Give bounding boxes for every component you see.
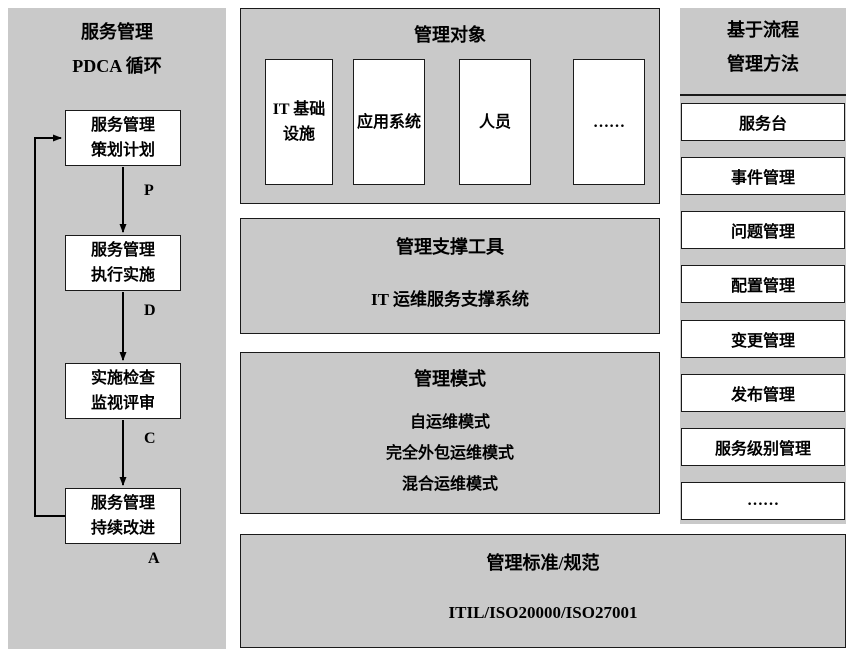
process-panel: 基于流程 管理方法 服务台 事件管理 问题管理 配置管理 变更管理 发布管理 服…: [680, 8, 846, 524]
pdca-box-plan-line1: 服务管理: [90, 117, 155, 134]
process-item-change-management: 变更管理: [681, 319, 845, 358]
pdca-box-do-line1: 服务管理: [90, 242, 155, 259]
process-item-configuration-management: 配置管理: [681, 265, 845, 304]
object-item-application-systems: 应用系统: [353, 59, 425, 185]
pdca-letter-p: P: [144, 182, 154, 199]
process-rows: 服务台 事件管理 问题管理 配置管理 变更管理 发布管理 服务级别管理 ……: [681, 103, 845, 520]
pdca-box-act: 服务管理 持续改进: [65, 488, 181, 544]
pdca-box-do-line2: 执行实施: [90, 267, 155, 284]
standards-content: ITIL/ISO20000/ISO27001: [448, 603, 638, 622]
model-item-hybrid: 混合运维模式: [401, 476, 498, 493]
pdca-title-line1: 服务管理: [81, 22, 153, 42]
process-item-incident-management: 事件管理: [681, 157, 845, 196]
pdca-box-check: 实施检查 监视评审: [65, 363, 181, 419]
object-item-personnel: 人员: [459, 59, 531, 185]
standards-title: 管理标准/规范: [486, 553, 600, 573]
object-item-ellipsis: ……: [573, 59, 645, 185]
process-item-ellipsis: ……: [681, 481, 845, 520]
models-title: 管理模式: [414, 369, 486, 389]
models-list: 自运维模式 完全外包运维模式 混合运维模式: [241, 407, 659, 500]
model-item-fully-outsourced: 完全外包运维模式: [385, 445, 514, 462]
object-item-it-infrastructure: IT 基础设施: [265, 59, 333, 185]
model-item-self-operated: 自运维模式: [409, 414, 490, 431]
pdca-box-act-line1: 服务管理: [90, 495, 155, 512]
pdca-panel: 服务管理 PDCA 循环 服务管理 策划计划 P 服务管理 执行实施 D 实施检…: [8, 8, 226, 649]
tools-panel: 管理支撑工具 IT 运维服务支撑系统: [240, 218, 660, 334]
pdca-box-plan-line2: 策划计划: [90, 142, 155, 159]
pdca-title-line2: PDCA 循环: [72, 56, 162, 76]
pdca-letter-d: D: [144, 302, 156, 319]
pdca-box-plan: 服务管理 策划计划: [65, 110, 181, 166]
process-title-line1: 基于流程: [727, 20, 799, 40]
tools-title: 管理支撑工具: [396, 237, 504, 257]
objects-title: 管理对象: [414, 25, 486, 45]
pdca-letter-a: A: [148, 550, 160, 567]
standards-panel: 管理标准/规范 ITIL/ISO20000/ISO27001: [240, 534, 846, 648]
process-item-release-management: 发布管理: [681, 373, 845, 412]
tools-content: IT 运维服务支撑系统: [371, 290, 529, 309]
process-item-problem-management: 问题管理: [681, 211, 845, 250]
pdca-box-check-line2: 监视评审: [90, 395, 155, 412]
process-item-service-desk: 服务台: [681, 103, 845, 141]
process-title-line2: 管理方法: [727, 54, 799, 74]
pdca-box-check-line1: 实施检查: [90, 370, 155, 387]
objects-panel: 管理对象 IT 基础设施 应用系统 人员 ……: [240, 8, 660, 204]
pdca-box-do: 服务管理 执行实施: [65, 235, 181, 291]
models-panel: 管理模式 自运维模式 完全外包运维模式 混合运维模式: [240, 352, 660, 514]
process-item-service-level-management: 服务级别管理: [681, 427, 845, 466]
pdca-box-act-line2: 持续改进: [90, 520, 155, 537]
process-title-separator: [680, 94, 846, 96]
pdca-flow-arrows: [34, 134, 127, 517]
pdca-letter-c: C: [144, 430, 156, 447]
